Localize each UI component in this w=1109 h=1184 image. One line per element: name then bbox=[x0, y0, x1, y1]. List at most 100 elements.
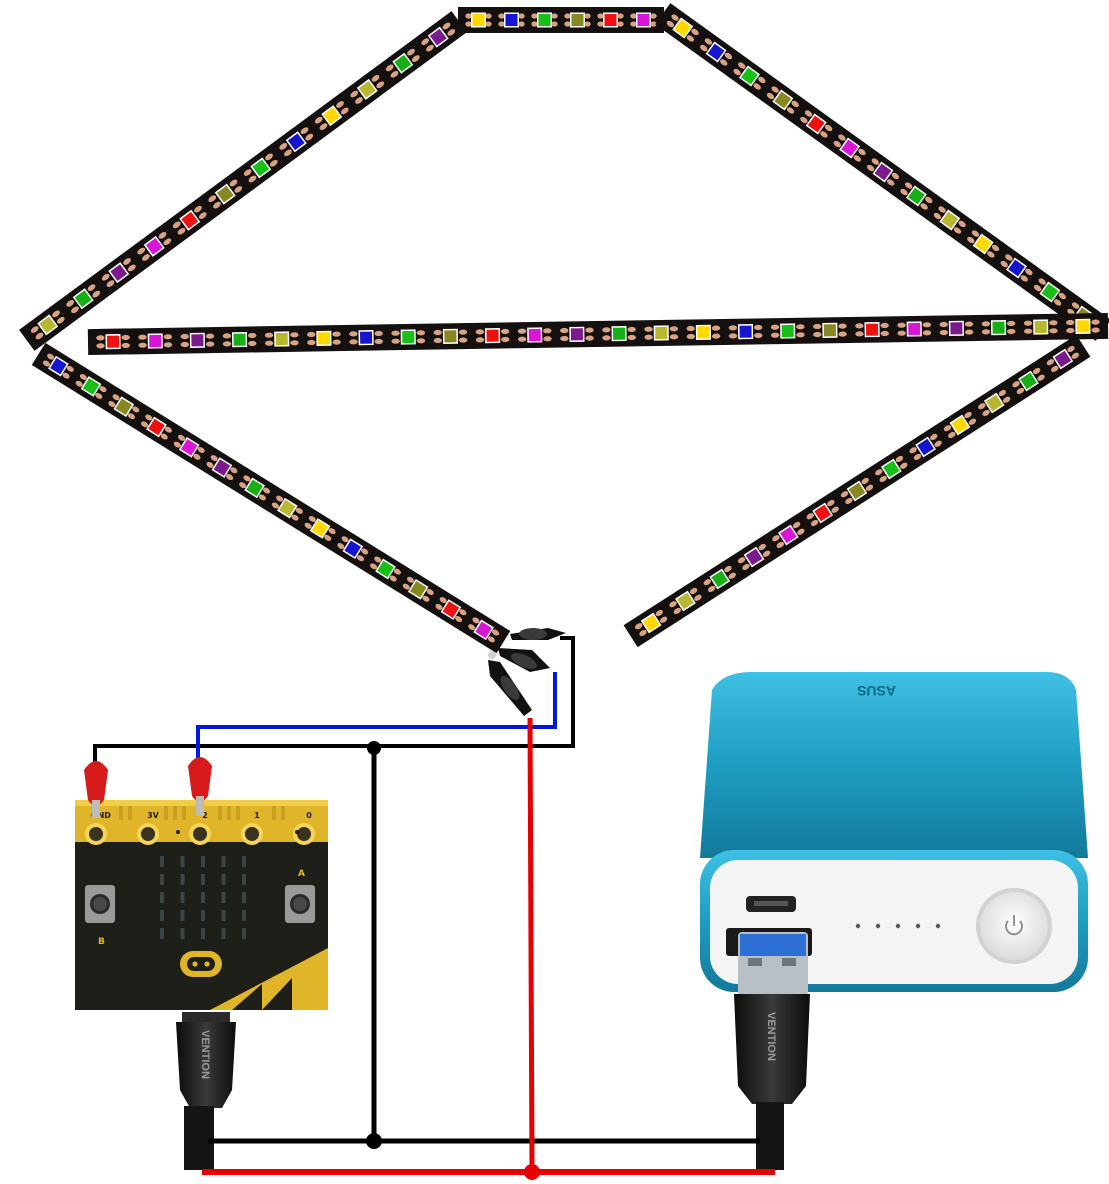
strip-pad bbox=[355, 97, 363, 104]
strip-pad bbox=[900, 462, 908, 469]
strip-pad bbox=[1023, 328, 1033, 334]
strip-pad bbox=[406, 576, 415, 583]
strip-pad bbox=[686, 333, 696, 340]
led bbox=[180, 439, 198, 456]
strip-pad bbox=[704, 38, 713, 45]
strip-pad bbox=[336, 101, 344, 108]
led bbox=[311, 520, 329, 537]
strip-pad bbox=[824, 124, 833, 132]
led bbox=[181, 211, 199, 229]
led bbox=[655, 326, 668, 340]
led bbox=[323, 107, 341, 124]
matrix-led bbox=[221, 874, 226, 885]
strip-pad bbox=[328, 528, 336, 535]
strip-pad bbox=[602, 327, 611, 333]
strip-pad bbox=[791, 100, 799, 108]
pin-3v[interactable]: 3V bbox=[137, 811, 160, 845]
strip-pad bbox=[617, 13, 624, 19]
led bbox=[908, 322, 921, 336]
junction-ground-bottom bbox=[366, 1133, 382, 1149]
led bbox=[475, 621, 492, 639]
strip-pad bbox=[439, 597, 447, 604]
strip-pad bbox=[1067, 345, 1075, 353]
strip-pad bbox=[666, 20, 675, 28]
junction-ground-top bbox=[367, 741, 381, 755]
led bbox=[394, 54, 412, 72]
strip-pad bbox=[145, 414, 153, 421]
strip-pad bbox=[193, 453, 201, 460]
strip-pad bbox=[634, 623, 643, 630]
strip-pad bbox=[332, 331, 341, 337]
strip-pad bbox=[770, 332, 780, 338]
led bbox=[402, 330, 415, 344]
led bbox=[1034, 320, 1047, 334]
led bbox=[50, 357, 67, 375]
power-bank: ASUS bbox=[700, 672, 1088, 992]
strip-input-clips bbox=[488, 628, 566, 716]
matrix-led bbox=[221, 856, 226, 867]
led-strip-middle bbox=[87, 312, 1109, 356]
button-b-label: B bbox=[98, 937, 105, 947]
strip-pad bbox=[416, 330, 426, 336]
edge-tooth bbox=[272, 806, 276, 820]
led-strip-lower-left bbox=[31, 342, 511, 654]
strip-pad bbox=[416, 338, 426, 344]
strip-pad bbox=[442, 22, 451, 30]
strip-pad bbox=[922, 322, 932, 328]
edge-tooth bbox=[236, 806, 240, 820]
pin-gnd[interactable]: GND bbox=[85, 811, 111, 845]
strip-pad bbox=[1033, 284, 1042, 292]
matrix-led bbox=[221, 910, 226, 921]
strip-pad bbox=[891, 172, 900, 180]
led bbox=[275, 332, 288, 346]
strip-pad bbox=[141, 421, 149, 428]
led bbox=[908, 187, 925, 205]
strip-pad bbox=[1007, 328, 1016, 335]
led bbox=[409, 581, 427, 598]
strip-pad bbox=[948, 431, 956, 439]
strip-pad bbox=[978, 403, 986, 410]
strip-pad bbox=[132, 406, 140, 413]
strip-pad bbox=[617, 21, 624, 27]
strip-pad bbox=[158, 231, 167, 239]
strip-pad bbox=[350, 90, 359, 98]
indicator-dot bbox=[915, 923, 921, 929]
strip-pad bbox=[475, 329, 485, 335]
strip-pad bbox=[160, 433, 168, 440]
strip-pad bbox=[1071, 352, 1080, 359]
clip-strip-ground bbox=[510, 628, 566, 640]
led bbox=[1054, 350, 1072, 368]
strip-pad bbox=[930, 433, 938, 441]
strip-pad bbox=[644, 334, 653, 340]
button-a[interactable] bbox=[285, 885, 315, 923]
button-b[interactable] bbox=[85, 885, 115, 923]
strip-pad bbox=[269, 159, 278, 167]
strip-pad bbox=[762, 550, 771, 557]
led bbox=[883, 460, 900, 478]
matrix-led bbox=[160, 928, 164, 939]
led bbox=[106, 335, 120, 348]
usb-port-micro[interactable] bbox=[746, 896, 796, 912]
strip-pad bbox=[487, 636, 495, 643]
edge-tooth bbox=[182, 806, 186, 820]
touch-logo[interactable] bbox=[180, 951, 222, 977]
matrix-led bbox=[242, 928, 246, 939]
wires bbox=[93, 636, 775, 1180]
power-button[interactable] bbox=[976, 888, 1052, 964]
matrix-led bbox=[201, 910, 205, 921]
strip-pad bbox=[758, 76, 766, 84]
strip-pad bbox=[887, 179, 895, 186]
strip-pad bbox=[982, 409, 990, 417]
strip-pad bbox=[865, 484, 874, 491]
strip-pad bbox=[833, 140, 841, 148]
strip-pad bbox=[796, 324, 805, 330]
strip-pad bbox=[737, 557, 746, 564]
pin-p2[interactable]: 2 bbox=[189, 811, 211, 845]
pin-p0[interactable]: 0 bbox=[293, 811, 315, 845]
strip-pad bbox=[205, 333, 215, 339]
matrix-led bbox=[242, 892, 246, 903]
strip-pad bbox=[1020, 275, 1028, 282]
strip-pad bbox=[79, 373, 87, 380]
pin-p1[interactable]: 1 bbox=[241, 811, 263, 845]
strip-pad bbox=[300, 127, 309, 135]
